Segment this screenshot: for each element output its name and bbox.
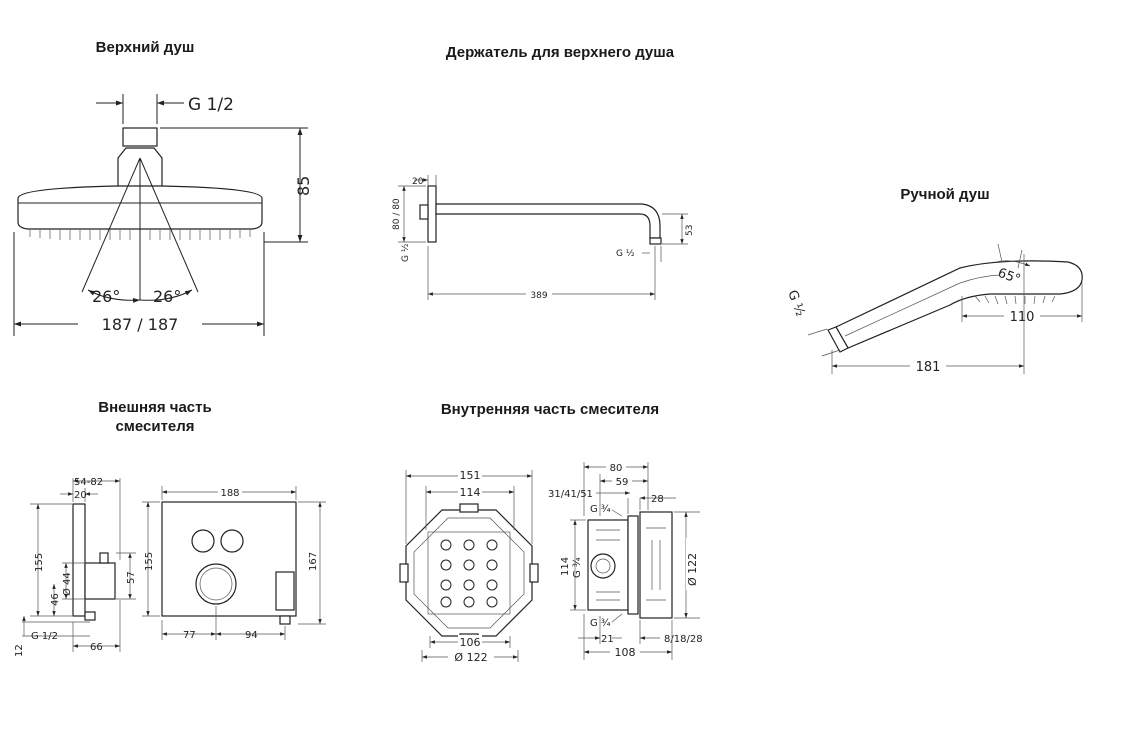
internal-port-grid bbox=[440, 539, 498, 608]
internal-g-bottom-label: G ¾ bbox=[590, 618, 611, 629]
external-d20-label: 20 bbox=[74, 490, 87, 501]
external-thread-label: G 1/2 bbox=[31, 631, 58, 642]
hand-thread-label: G ½ bbox=[784, 288, 807, 318]
external-d46-label: 46 bbox=[50, 593, 61, 606]
internal-d108-label: 108 bbox=[615, 646, 636, 659]
internal-d59-label: 59 bbox=[616, 477, 629, 488]
external-d94-label: 94 bbox=[245, 630, 258, 641]
external-d12-label: 12 bbox=[14, 644, 25, 657]
external-d66-label: 66 bbox=[90, 642, 103, 653]
external-side-plate bbox=[72, 503, 86, 617]
arm-thread-left-label: G ½ bbox=[401, 243, 411, 262]
overhead-thread-label: G 1/2 bbox=[188, 95, 234, 115]
arm-flange bbox=[427, 185, 437, 243]
overhead-angle-left: 26° bbox=[92, 287, 120, 306]
hand-shower-title: Ручной душ bbox=[900, 186, 990, 203]
hand-d181-label: 181 bbox=[916, 360, 941, 375]
internal-g-top-label: G ¾ bbox=[590, 504, 611, 515]
internal-d114side-label: 114 bbox=[560, 557, 571, 576]
overhead-width-label: 187 / 187 bbox=[102, 315, 179, 334]
internal-side-port bbox=[590, 553, 616, 579]
external-d77-label: 77 bbox=[183, 630, 196, 641]
external-d155a-label: 155 bbox=[34, 553, 45, 572]
external-d57-label: 57 bbox=[126, 571, 137, 584]
arm-thread-right-label: G ½ bbox=[616, 249, 635, 259]
internal-d314151-label: 31/41/51 bbox=[548, 489, 593, 500]
arm-d53-label: 53 bbox=[685, 225, 695, 236]
internal-g-side-label: G ¾ bbox=[572, 557, 583, 578]
internal-part-title: Внутренняя часть смесителя bbox=[440, 401, 660, 418]
overhead-angle-right: 26° bbox=[153, 287, 181, 306]
external-holder bbox=[275, 571, 295, 611]
internal-part-drawing: 151 114 106 Ø 122 80 59 bbox=[399, 460, 703, 664]
internal-d80-label: 80 bbox=[610, 463, 623, 474]
external-part-title: Внешняя часть смесителя bbox=[98, 399, 212, 435]
internal-d122side-label: Ø 122 bbox=[686, 553, 699, 586]
arm-d20-label: 20 bbox=[412, 177, 424, 187]
external-part-drawing: 54-82 20 155 Ø 44 46 57 G 1/2 12 66 bbox=[14, 477, 326, 657]
external-front-plate bbox=[161, 501, 297, 617]
overhead-height-label: 85 bbox=[294, 176, 313, 196]
arm-d80-label: 80 / 80 bbox=[392, 198, 402, 230]
internal-body-octagon bbox=[405, 509, 533, 637]
overhead-connector bbox=[122, 127, 158, 147]
hand-shower-body bbox=[835, 260, 1083, 349]
external-d5482-label: 54-82 bbox=[74, 477, 103, 488]
arm-d389-label: 389 bbox=[530, 291, 547, 301]
overhead-shower-drawing: G 1/2 85 26° 26° 187 / 187 bbox=[13, 94, 313, 336]
internal-d122bottom-label: Ø 122 bbox=[454, 651, 487, 664]
external-d188-label: 188 bbox=[220, 488, 239, 499]
hand-shower-drawing: 65° G ½ 110 181 bbox=[784, 243, 1083, 375]
external-thermostat-knob bbox=[195, 563, 237, 605]
external-button-left bbox=[191, 529, 215, 553]
internal-d21-label: 21 bbox=[601, 634, 614, 645]
external-d155b-label: 155 bbox=[144, 552, 155, 571]
internal-d106-label: 106 bbox=[460, 636, 481, 649]
hand-angle-label: 65° bbox=[996, 266, 1023, 288]
hand-d110-label: 110 bbox=[1010, 310, 1035, 325]
arm-pipe bbox=[435, 203, 661, 239]
internal-d114top-label: 114 bbox=[460, 486, 481, 499]
internal-d28-label: 28 bbox=[651, 494, 664, 505]
overhead-shower-title: Верхний душ bbox=[95, 39, 195, 56]
external-d167-label: 167 bbox=[308, 552, 319, 571]
external-d44-label: Ø 44 bbox=[61, 572, 73, 596]
external-button-right bbox=[220, 529, 244, 553]
internal-d81828-label: 8/18/28 bbox=[664, 634, 703, 645]
shower-arm-title: Держатель для верхнего душа bbox=[445, 44, 675, 61]
shower-arm-drawing: 20 80 / 80 G ½ G ½ 53 389 bbox=[392, 175, 695, 301]
internal-d151-label: 151 bbox=[460, 469, 481, 482]
